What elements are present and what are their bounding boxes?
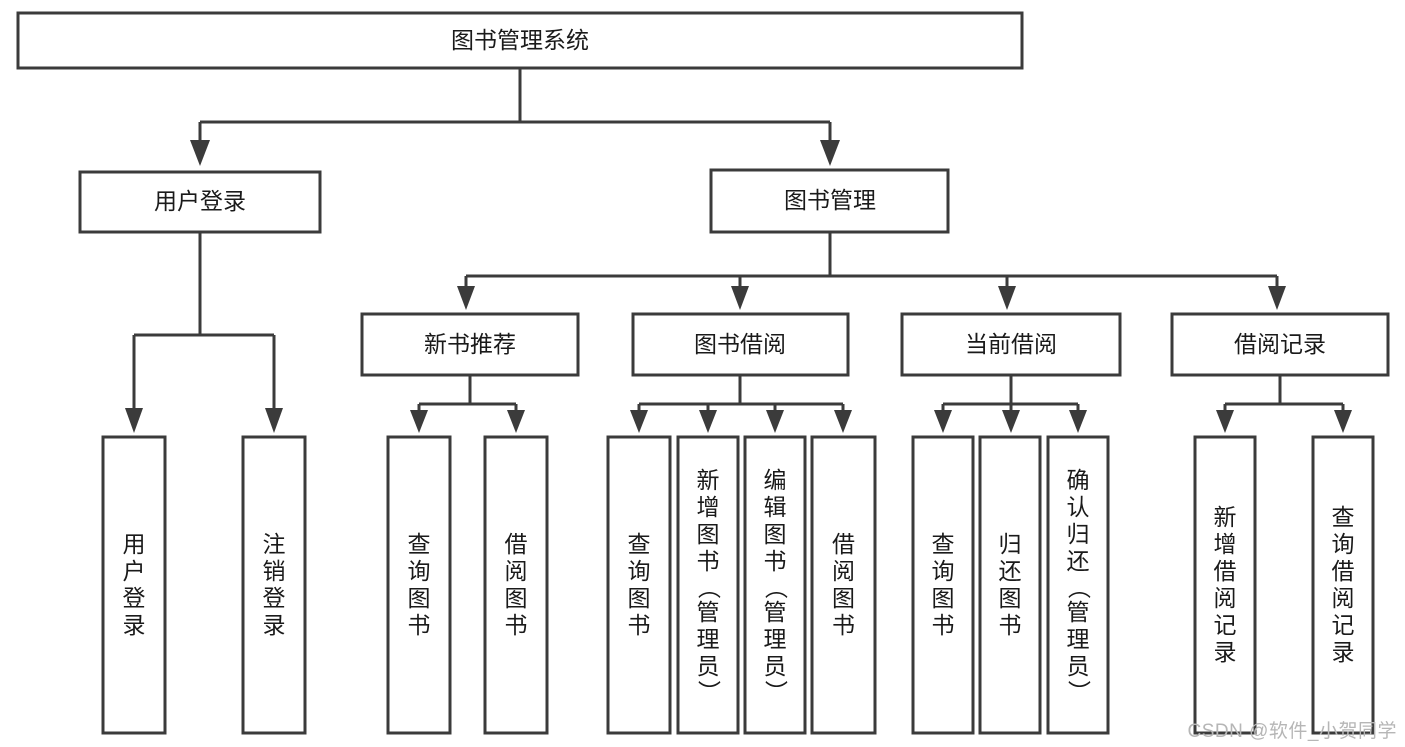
leaf-node-box[interactable] bbox=[978, 435, 1042, 735]
node-user-login[interactable]: 用户登录 bbox=[78, 170, 322, 234]
arrowhead-borrow bbox=[731, 286, 749, 310]
arrowhead-borrow-leaf1 bbox=[630, 410, 648, 433]
arrowhead-record-leaf2 bbox=[1334, 410, 1352, 433]
node-book-borrow-box[interactable] bbox=[631, 312, 850, 377]
node-root[interactable]: 图书管理系统 bbox=[16, 11, 1024, 70]
node-new-book-recommend-label: 新书推荐 bbox=[424, 331, 516, 357]
arrowhead-borrow-leaf4 bbox=[834, 410, 852, 433]
leaf-node-box[interactable] bbox=[241, 435, 307, 735]
leaf-node-box[interactable] bbox=[606, 435, 672, 735]
arrowhead-newbook-leaf1 bbox=[410, 410, 428, 433]
arrowhead-leaf-userlogin bbox=[125, 408, 143, 433]
arrowhead-userlogin bbox=[190, 140, 210, 166]
connector-group-bookmgmt bbox=[457, 232, 1286, 310]
node-book-borrow-label: 图书借阅 bbox=[694, 331, 786, 357]
arrowhead-leaf-logout bbox=[265, 408, 283, 433]
arrowhead-current-leaf2 bbox=[1002, 410, 1020, 433]
leaf-node-box[interactable] bbox=[386, 435, 452, 735]
leaf-node-box[interactable] bbox=[1311, 435, 1375, 735]
node-new-book-recommend[interactable]: 新书推荐 bbox=[360, 312, 580, 377]
arrowhead-borrow-leaf2 bbox=[699, 410, 717, 433]
leaf-node-box[interactable] bbox=[676, 435, 740, 735]
node-new-book-recommend-box[interactable] bbox=[360, 312, 580, 377]
leaf-node-box[interactable] bbox=[101, 435, 167, 735]
leaf-node-box[interactable] bbox=[810, 435, 877, 735]
arrowhead-borrow-leaf3 bbox=[766, 410, 784, 433]
connector-group-root bbox=[190, 68, 840, 166]
leaf-node-box[interactable] bbox=[1046, 435, 1110, 735]
arrowhead-newbook bbox=[457, 286, 475, 310]
node-borrow-record[interactable]: 借阅记录 bbox=[1170, 312, 1390, 377]
leaf-node-box[interactable] bbox=[911, 435, 975, 735]
node-book-management-box[interactable] bbox=[709, 168, 950, 234]
node-borrow-record-box[interactable] bbox=[1170, 312, 1390, 377]
arrowhead-record bbox=[1268, 286, 1286, 310]
leaf-node-box[interactable] bbox=[743, 435, 807, 735]
connector-group-userlogin bbox=[125, 232, 283, 433]
node-borrow-record-label: 借阅记录 bbox=[1234, 331, 1326, 357]
watermark-text: CSDN @软件_小贺同学 bbox=[1187, 721, 1397, 742]
leaf-box-group bbox=[101, 435, 1375, 735]
leaf-node-box[interactable] bbox=[1193, 435, 1257, 735]
arrowhead-current-leaf3 bbox=[1069, 410, 1087, 433]
arrowhead-newbook-leaf2 bbox=[507, 410, 525, 433]
node-root-box[interactable] bbox=[16, 11, 1024, 70]
connector-group-current bbox=[934, 375, 1087, 433]
node-user-login-box[interactable] bbox=[78, 170, 322, 234]
arrowhead-current-leaf1 bbox=[934, 410, 952, 433]
node-current-borrow-box[interactable] bbox=[900, 312, 1122, 377]
node-book-borrow[interactable]: 图书借阅 bbox=[631, 312, 850, 377]
connector-group-borrow bbox=[630, 375, 852, 433]
node-user-login-label: 用户登录 bbox=[154, 188, 246, 214]
node-root-label: 图书管理系统 bbox=[451, 27, 589, 53]
leaf-node-box[interactable] bbox=[483, 435, 549, 735]
arrowhead-record-leaf1 bbox=[1216, 410, 1234, 433]
arrowhead-bookmgmt bbox=[820, 140, 840, 166]
node-book-management-label: 图书管理 bbox=[784, 187, 876, 213]
node-current-borrow[interactable]: 当前借阅 bbox=[900, 312, 1122, 377]
node-book-management[interactable]: 图书管理 bbox=[709, 168, 950, 234]
connector-group-record bbox=[1216, 375, 1352, 433]
connector-group-newbook bbox=[410, 375, 525, 433]
node-current-borrow-label: 当前借阅 bbox=[965, 331, 1057, 357]
arrowhead-current bbox=[998, 286, 1016, 310]
